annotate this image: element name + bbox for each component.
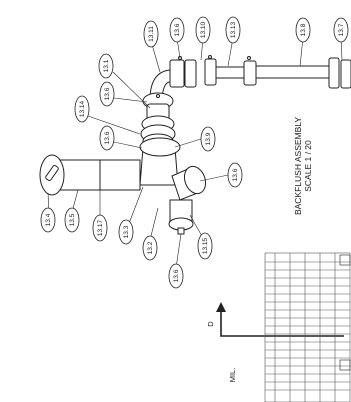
- callout-13-6-e: 13.6: [168, 263, 184, 289]
- svg-text:13.6: 13.6: [232, 168, 239, 181]
- pipe-13-17: [54, 159, 141, 191]
- callout-13-1: 13.1: [98, 53, 114, 79]
- drawing-title: BACKFLUSH ASSEMBLY SCALE 1 / 20: [293, 117, 313, 215]
- svg-text:13.3: 13.3: [123, 225, 130, 238]
- title-line-1: BACKFLUSH ASSEMBLY: [293, 117, 303, 215]
- callouts: 13.11 13.6 13.10 13.13 13.8 13.7 13.1 1: [40, 16, 349, 289]
- svg-text:13.7: 13.7: [338, 23, 345, 36]
- callout-13-7: 13.7: [333, 17, 349, 43]
- grating-detail: [264, 252, 351, 402]
- svg-text:13.1: 13.1: [103, 59, 110, 72]
- title-line-2: SCALE 1 / 20: [303, 140, 313, 192]
- svg-text:13.9: 13.9: [205, 132, 212, 145]
- callout-13-13: 13.13: [225, 16, 241, 44]
- section-label-d: D: [206, 321, 215, 327]
- svg-text:13.15: 13.15: [202, 237, 209, 254]
- callout-13-10: 13.10: [195, 16, 211, 44]
- svg-text:13.17: 13.17: [97, 219, 104, 236]
- section-marker: D: [206, 302, 344, 337]
- flange-13-6-top: [169, 59, 185, 88]
- flange-right: [328, 57, 340, 89]
- callout-13-6-c: 13.6: [99, 125, 115, 151]
- callout-13-4: 13.4: [40, 207, 56, 233]
- svg-text:13.5: 13.5: [69, 213, 76, 226]
- svg-text:13.6: 13.6: [174, 23, 181, 36]
- callout-13-11: 13.11: [143, 20, 159, 48]
- callout-13-2: 13.2: [142, 235, 158, 261]
- svg-text:13.11: 13.11: [148, 26, 155, 42]
- callout-13-9: 13.9: [200, 126, 216, 152]
- svg-text:13.6: 13.6: [104, 87, 111, 100]
- callout-13-3: 13.3: [118, 219, 134, 245]
- svg-text:13.6: 13.6: [173, 269, 180, 282]
- flange-13-10: [184, 59, 197, 88]
- pipework: [39, 55, 351, 235]
- svg-text:13.6: 13.6: [104, 131, 111, 144]
- callout-13-14: 13.14: [74, 95, 90, 123]
- svg-text:13.4: 13.4: [45, 213, 52, 226]
- spool-13-13: [214, 66, 245, 79]
- partial-text-mil: MIL.: [228, 368, 237, 383]
- svg-text:13.10: 13.10: [200, 21, 207, 38]
- callout-13-6-d: 13.6: [227, 162, 243, 188]
- pipe-13-8: [254, 65, 331, 79]
- callout-13-17: 13.17: [92, 214, 108, 242]
- callout-13-15: 13.15: [197, 232, 213, 260]
- flange-13-13-right: [243, 60, 257, 86]
- svg-text:13.14: 13.14: [79, 100, 86, 117]
- svg-text:13.13: 13.13: [230, 21, 237, 38]
- svg-text:13.2: 13.2: [147, 241, 154, 254]
- callout-13-6-a: 13.6: [169, 17, 185, 43]
- callout-13-6-b: 13.6: [99, 81, 115, 107]
- flange-13-13-left: [204, 58, 217, 86]
- callout-13-8: 13.8: [295, 17, 311, 43]
- callout-13-5: 13.5: [64, 207, 80, 233]
- svg-text:13.8: 13.8: [300, 23, 307, 36]
